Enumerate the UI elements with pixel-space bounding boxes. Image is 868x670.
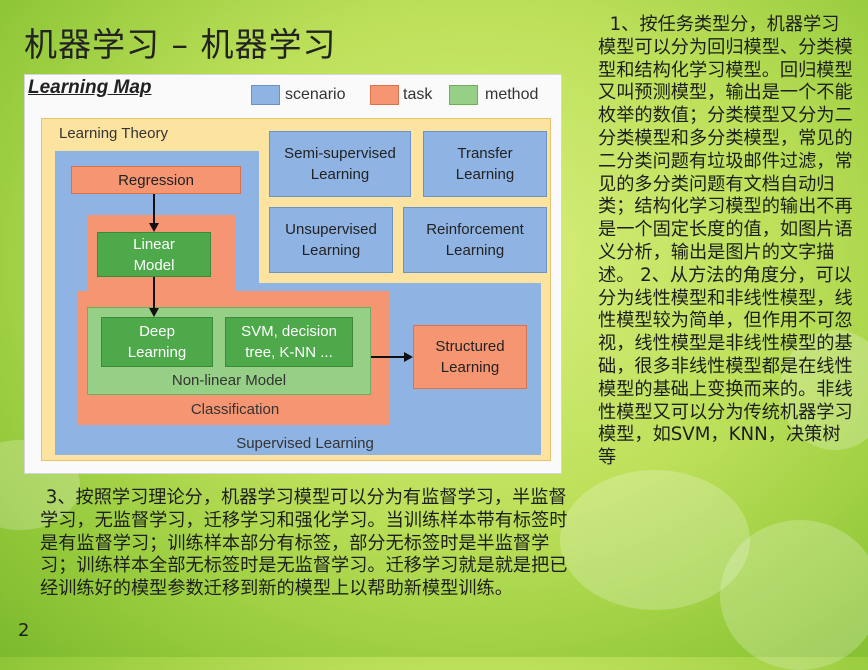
legend-swatch-method [449,85,478,105]
learning-map-figure: Learning Map scenario task method Learni… [24,74,562,474]
non-linear-model-label: Non-linear Model [171,372,287,389]
background-decoration [560,470,750,610]
linear-model-node: Linear Model [97,232,211,277]
regression-node: Regression [71,166,241,194]
slide-title: 机器学习 – 机器学习 [24,25,337,64]
semi-supervised-learning-node: Semi-supervised Learning [269,131,411,197]
reinforcement-learning-node: Reinforcement Learning [403,207,547,273]
legend-label-task: task [403,86,433,103]
learning-theory-description: 3、按照学习理论分，机器学习模型可以分为有监督学习，半监督学习，无监督学习，迁移… [40,487,568,600]
learning-map-title: Learning Map [28,77,152,98]
arrow-linear-to-deep [153,277,155,309]
arrow-head-icon [149,223,159,232]
svm-decision-tree-knn-node: SVM, decision tree, K-NN ... [225,317,353,367]
transfer-learning-node: Transfer Learning [423,131,547,197]
legend-swatch-scenario [251,85,280,105]
legend-swatch-task [370,85,399,105]
supervised-learning-label: Supervised Learning [236,435,374,452]
arrow-regression-to-linear [153,194,155,224]
legend-label-method: method [485,86,539,103]
classification-label: Classification [190,401,280,418]
page-number: 2 [18,620,30,641]
task-and-method-description: 1、按任务类型分，机器学习模型可以分为回归模型、分类模型和结构化学习模型。回归模… [598,14,853,469]
arrow-classification-to-structured [371,356,405,358]
structured-learning-node: Structured Learning [413,325,527,389]
background-decoration [780,330,868,450]
legend-label-scenario: scenario [285,86,346,103]
arrow-head-icon [404,352,413,362]
deep-learning-node: Deep Learning [101,317,213,367]
background-decoration [720,520,868,670]
unsupervised-learning-node: Unsupervised Learning [269,207,393,273]
learning-theory-label: Learning Theory [59,125,168,142]
arrow-head-icon [149,308,159,317]
